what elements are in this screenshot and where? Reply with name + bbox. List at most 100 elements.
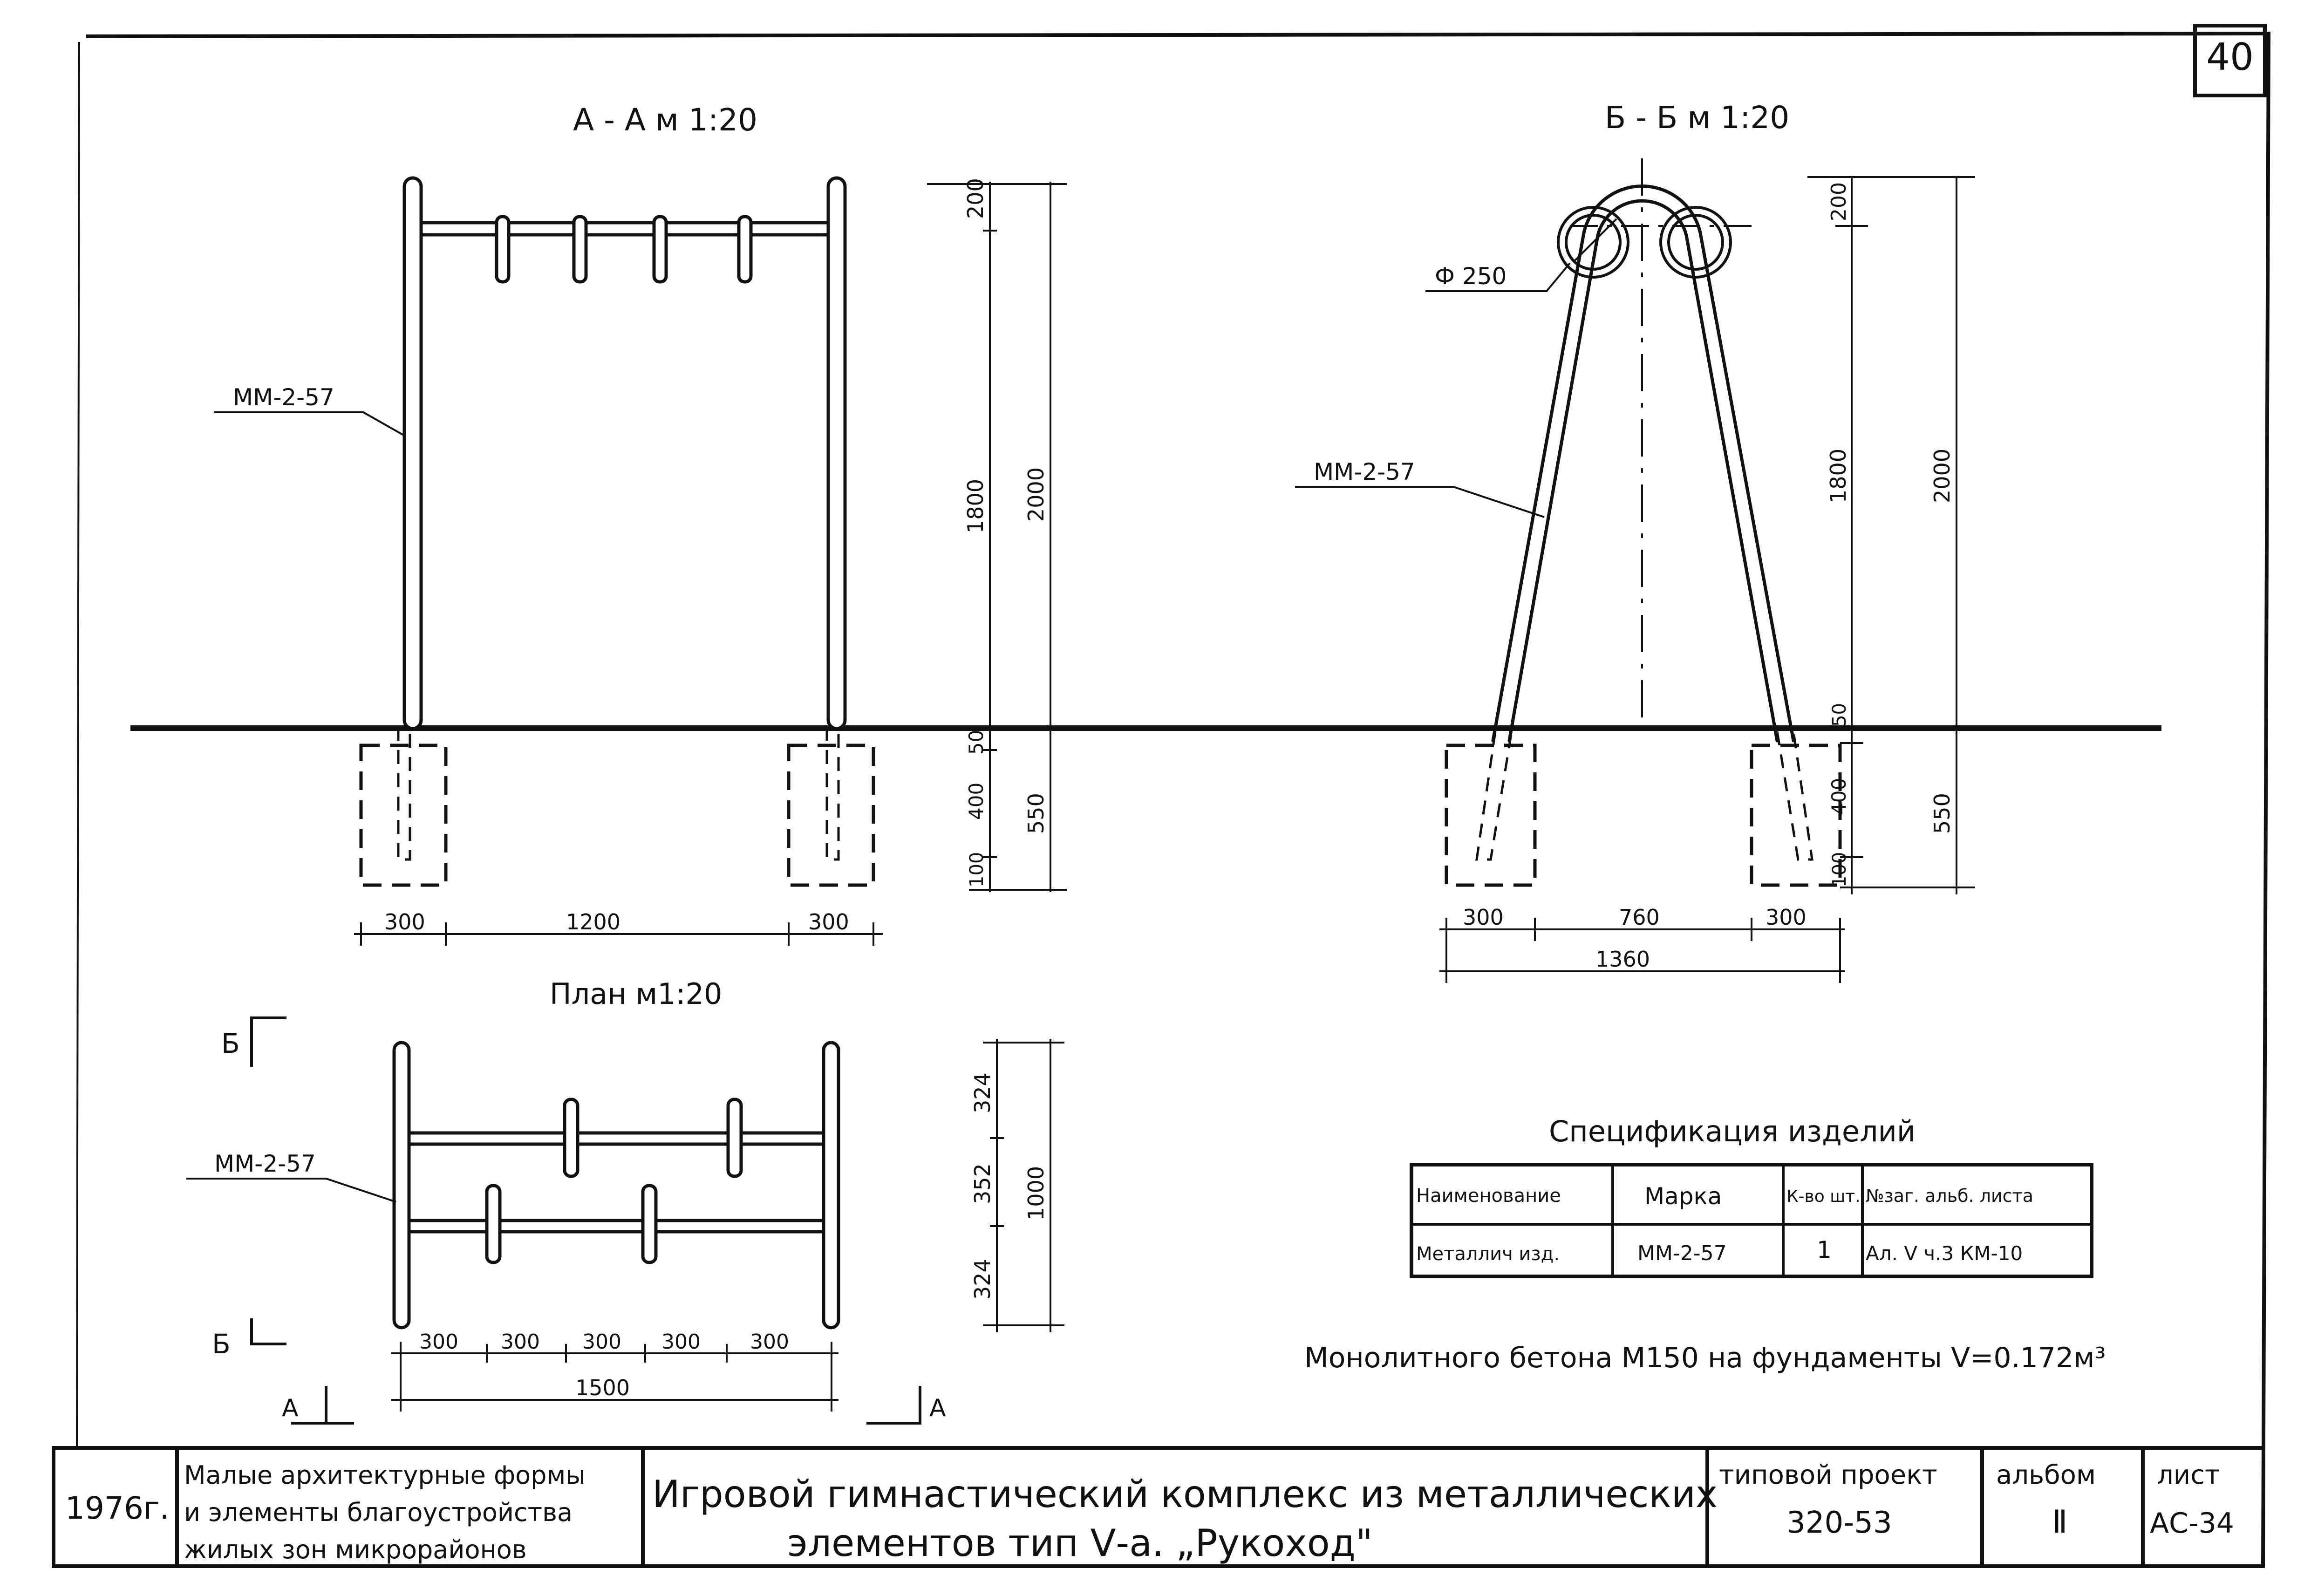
spec-cell-qty: 1 bbox=[1817, 1236, 1832, 1263]
aa-right-embed bbox=[825, 727, 840, 861]
plan-section-cut-a-right bbox=[866, 1386, 921, 1425]
bb-left-embed bbox=[1475, 731, 1513, 861]
plan-view: План м1:20 ММ-2-57 Б Б А А 324 352 324 bbox=[186, 977, 1064, 1425]
aa-dim-2000: 2000 bbox=[1023, 467, 1049, 522]
section-bb-view: Б - Б м 1:20 Ф 250 ММ-2-57 200 1800 bbox=[1295, 100, 1975, 983]
bb-ring-diameter bbox=[1574, 218, 1617, 262]
drawing-frame bbox=[52, 31, 2271, 1568]
sheet-number: 40 bbox=[2206, 35, 2254, 79]
plan-rung bbox=[726, 1098, 743, 1178]
tb-category-line-2: и элементы благоустройства bbox=[184, 1498, 573, 1527]
bb-ring-left-outer bbox=[1557, 206, 1629, 279]
bb-right-embed bbox=[1776, 731, 1813, 861]
tb-name-line-1: Игровой гимнастический комплекс из метал… bbox=[652, 1473, 1718, 1516]
bb-dim-550: 550 bbox=[1929, 793, 1955, 834]
plan-section-mark-b-bottom: Б bbox=[212, 1328, 231, 1360]
plan-section-mark-b-top: Б bbox=[221, 1028, 240, 1059]
plan-dim-324-bottom: 324 bbox=[970, 1259, 995, 1300]
aa-left-post bbox=[402, 176, 423, 730]
bb-hdim-1360: 1360 bbox=[1595, 947, 1650, 972]
bb-right-foundation bbox=[1750, 743, 1842, 887]
aa-right-foundation bbox=[787, 743, 875, 887]
bb-dim-1800: 1800 bbox=[1826, 449, 1851, 503]
bb-ring-label: Ф 250 bbox=[1435, 263, 1507, 290]
bb-ring-right-outer bbox=[1659, 206, 1732, 279]
bb-dim-200: 200 bbox=[1827, 182, 1851, 221]
plan-rung bbox=[641, 1184, 658, 1264]
tb-category-line-1: Малые архитектурные формы bbox=[184, 1460, 586, 1490]
bb-callout-label: ММ-2-57 bbox=[1314, 458, 1415, 485]
plan-section-mark-a-right: А bbox=[929, 1394, 946, 1422]
plan-title: План м1:20 bbox=[550, 977, 723, 1011]
plan-section-cut-a-left bbox=[291, 1386, 354, 1425]
aa-left-embed bbox=[397, 727, 411, 861]
aa-callout-label: ММ-2-57 bbox=[233, 384, 334, 411]
frame-left-edge bbox=[76, 41, 80, 1448]
plan-cross-rail-top bbox=[407, 1131, 825, 1146]
aa-rung bbox=[652, 215, 668, 284]
aa-rung bbox=[737, 215, 753, 284]
section-aa-view: А - А м 1:20 ММ-2-57 200 1800 2000 50 40… bbox=[214, 102, 1067, 946]
section-bb-title: Б - Б м 1:20 bbox=[1605, 100, 1789, 136]
bb-dim-2000: 2000 bbox=[1929, 449, 1955, 503]
bb-aframe-inner bbox=[1507, 199, 1779, 743]
plan-section-cut-b-top bbox=[250, 1016, 286, 1067]
tb-year: 1976г. bbox=[65, 1490, 170, 1526]
spec-cell-album: Ал. Ⅴ ч.3 КМ-10 bbox=[1866, 1242, 2023, 1265]
tb-album-label: альбом bbox=[1996, 1460, 2096, 1490]
aa-top-rail bbox=[419, 221, 830, 237]
plan-dim-324-top: 324 bbox=[970, 1072, 995, 1113]
title-block: 1976г. Малые архитектурные формы и элеме… bbox=[65, 1448, 2234, 1566]
concrete-note: Монолитного бетона М150 на фундаменты V=… bbox=[1304, 1342, 2106, 1374]
plan-callout-leader bbox=[186, 1178, 396, 1203]
plan-hdim-300-4: 300 bbox=[661, 1330, 701, 1354]
spec-cell-mark: ММ-2-57 bbox=[1637, 1241, 1727, 1265]
bb-hdim-300-right: 300 bbox=[1766, 905, 1807, 930]
sheet-number-box bbox=[2193, 24, 2267, 97]
aa-dim-100: 100 bbox=[966, 852, 988, 887]
aa-left-foundation bbox=[359, 743, 448, 887]
spec-table-border bbox=[1410, 1163, 2093, 1278]
bb-left-foundation bbox=[1445, 743, 1537, 887]
plan-rung bbox=[563, 1098, 579, 1178]
spec-header-name: Наименование bbox=[1416, 1185, 1561, 1207]
plan-hdim-300-5: 300 bbox=[750, 1330, 789, 1354]
tb-project-label: типовой проект bbox=[1719, 1460, 1937, 1490]
aa-hdim-300-right: 300 bbox=[808, 909, 849, 934]
aa-rung bbox=[572, 215, 588, 284]
plan-left-rail bbox=[392, 1041, 411, 1330]
aa-right-post bbox=[826, 176, 847, 730]
aa-dim-50: 50 bbox=[965, 730, 988, 755]
aa-rung bbox=[495, 215, 511, 284]
spec-header-mark: Марка bbox=[1644, 1183, 1722, 1210]
bb-ring-left-inner bbox=[1565, 214, 1622, 271]
tb-category-line-3: жилых зон микрорайонов bbox=[184, 1535, 527, 1564]
plan-cross-rail-bottom bbox=[407, 1219, 825, 1234]
tb-album-value: Ⅱ bbox=[2052, 1504, 2067, 1541]
tb-sheet-label: лист bbox=[2157, 1460, 2220, 1490]
section-aa-title: А - А м 1:20 bbox=[573, 102, 757, 138]
plan-callout-label: ММ-2-57 bbox=[214, 1150, 316, 1177]
aa-dim-200: 200 bbox=[963, 178, 988, 219]
tb-project-value: 320-53 bbox=[1786, 1506, 1892, 1540]
specification-table: Спецификация изделий Наименование Марка … bbox=[1410, 1114, 2093, 1278]
tb-sheet-value: АС-34 bbox=[2150, 1507, 2234, 1540]
aa-dim-1800: 1800 bbox=[963, 479, 988, 533]
bb-dim-100: 100 bbox=[1829, 852, 1850, 887]
plan-section-mark-a-left: А bbox=[282, 1394, 299, 1422]
spec-header-album: №заг. альб. листа bbox=[1866, 1186, 2033, 1206]
spec-title: Спецификация изделий bbox=[1549, 1114, 1916, 1148]
spec-cell-name: Металлич изд. bbox=[1416, 1243, 1560, 1265]
plan-hdim-1500: 1500 bbox=[575, 1375, 630, 1400]
plan-rung bbox=[485, 1184, 502, 1264]
plan-dim-1000: 1000 bbox=[1023, 1166, 1049, 1221]
bb-ring-right-inner bbox=[1667, 214, 1724, 271]
bb-hdim-760: 760 bbox=[1619, 905, 1660, 930]
aa-dim-400: 400 bbox=[965, 783, 988, 820]
plan-hdim-300-1: 300 bbox=[419, 1330, 458, 1354]
plan-dim-352: 352 bbox=[970, 1163, 995, 1204]
bb-ring-leader bbox=[1425, 262, 1571, 292]
spec-header-qty: К-во шт. bbox=[1786, 1187, 1861, 1206]
aa-hdim-300-left: 300 bbox=[384, 909, 425, 934]
